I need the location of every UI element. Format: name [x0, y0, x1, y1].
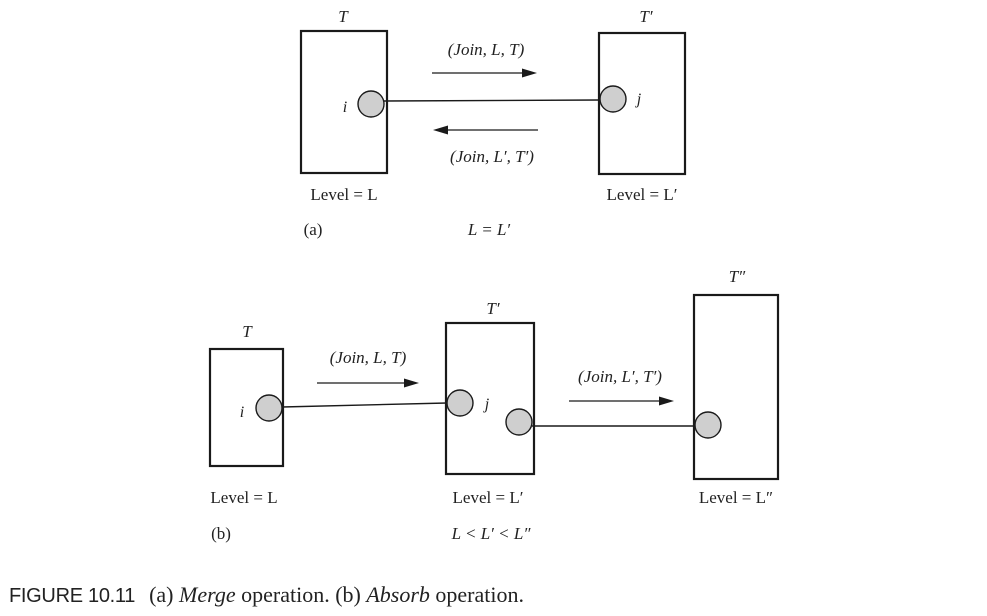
panel-b: T i (Join, L, T) T′ j (Join, L′, T′) T″ …: [208, 267, 780, 543]
node-i-label: i: [343, 99, 347, 116]
caption-merge-term: Merge: [179, 582, 236, 607]
tree-t-title: T: [338, 7, 349, 26]
node-t-double-prime: [694, 411, 722, 439]
condition-equal: L = L′: [467, 220, 511, 239]
node-j-label: j: [635, 91, 642, 108]
figure-number: FIGURE 10.11: [9, 585, 136, 607]
tree-t-double-prime-box: [692, 293, 780, 481]
message-join-1: (Join, L, T): [330, 348, 407, 367]
message-join-2: (Join, L′, T′): [578, 367, 662, 386]
node-i-label-b: i: [240, 404, 244, 421]
caption-absorb-term: Absorb: [366, 582, 430, 607]
arrow-left: [433, 125, 538, 135]
caption-part-b-suffix: operation.: [429, 582, 525, 607]
node-j-b: [446, 389, 474, 417]
level-l-label-b: Level = L: [210, 488, 277, 507]
node-i: [357, 90, 385, 118]
panel-a: T i T′ j (Join, L, T) (Join, L′, T′) Lev…: [299, 7, 687, 239]
node-j: [599, 85, 627, 113]
arrow-right: [432, 68, 537, 78]
caption-part-a-suffix: operation.: [235, 582, 336, 607]
level-l-label: Level = L: [310, 185, 377, 204]
edge-i-j-b: [281, 402, 448, 408]
node-t-prime-inner: [505, 408, 533, 436]
panel-b-label: (b): [211, 524, 231, 543]
level-l-prime-label: Level = L′: [607, 185, 678, 204]
level-l-prime-label-b: Level = L′: [453, 488, 524, 507]
panel-a-label: (a): [304, 220, 323, 239]
arrow-right-2: [569, 396, 674, 406]
caption-part-a-prefix: (a): [149, 582, 179, 607]
level-l-double-prime-label: Level = L″: [699, 488, 773, 507]
edge-i-j: [383, 99, 601, 102]
caption-part-b-prefix: (b): [335, 582, 367, 607]
node-i-b: [255, 394, 283, 422]
tree-t-prime-title-b: T′: [486, 299, 499, 318]
tree-t-title-b: T: [242, 322, 253, 341]
figure-caption: FIGURE 10.11 (a) Merge operation. (b) Abs…: [9, 582, 524, 608]
node-j-label-b: j: [483, 396, 490, 413]
tree-t-prime-title: T′: [639, 7, 652, 26]
condition-ordering: L < L′ < L″: [451, 524, 532, 543]
tree-t-double-prime-title: T″: [729, 267, 746, 286]
message-join-backward: (Join, L′, T′): [450, 147, 534, 166]
arrow-right-1: [317, 378, 419, 388]
message-join-forward: (Join, L, T): [448, 40, 525, 59]
